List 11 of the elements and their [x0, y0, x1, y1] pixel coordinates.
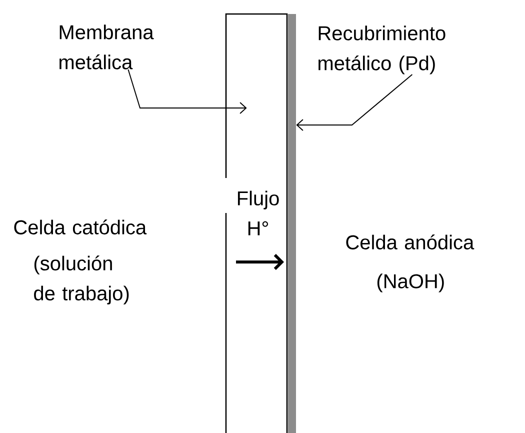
text-label: Celda catódica: [14, 220, 147, 234]
text-label: Flujo H°: [238, 190, 279, 236]
text-label: Celda anódica: [346, 234, 474, 250]
text-label: (solución de trabajo): [34, 256, 129, 304]
callout-text: Recubrimiento metálico (Pd): [318, 26, 446, 74]
leader-line: [296, 74, 413, 131]
text-label: (NaOH): [377, 274, 444, 292]
membrane-drawing: [225, 13, 288, 433]
callout-text: Membrana metálica: [60, 24, 154, 70]
leader-line: [128, 69, 247, 114]
coating-bar: [288, 14, 296, 433]
